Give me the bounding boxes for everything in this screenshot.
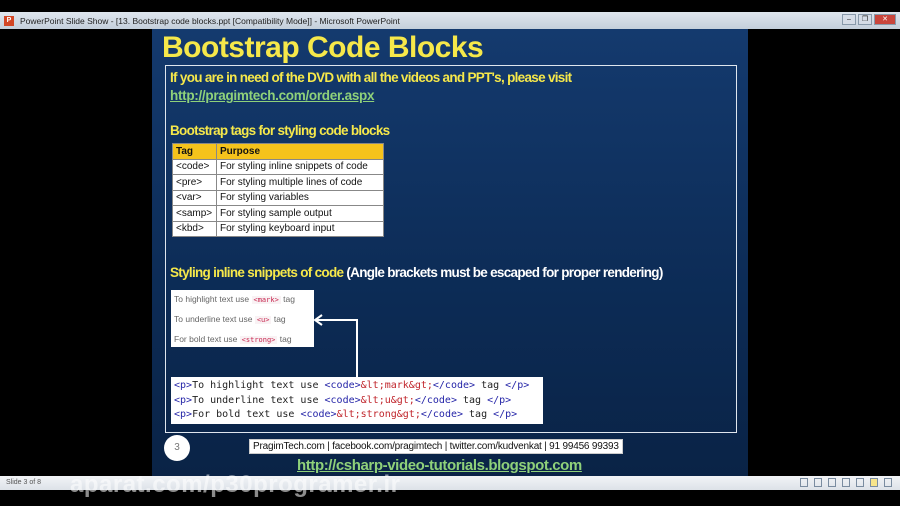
order-link[interactable]: http://pragimtech.com/order.aspx bbox=[170, 88, 375, 103]
inline-heading-line: Styling inline snippets of code (Angle b… bbox=[170, 265, 663, 280]
slide-indicator: Slide 3 of 8 bbox=[6, 479, 42, 486]
window-title-bar: P PowerPoint Slide Show - [13. Bootstrap… bbox=[0, 12, 900, 29]
content-box: If you are in need of the DVD with all t… bbox=[165, 65, 737, 433]
status-bar: Slide 3 of 8 bbox=[0, 476, 900, 490]
code-token: &lt;strong&gt; bbox=[336, 409, 421, 420]
cell: <pre> bbox=[172, 174, 217, 191]
cell: For styling variables bbox=[216, 189, 384, 206]
code-token: </p> bbox=[493, 409, 518, 420]
normal-view-icon[interactable] bbox=[842, 478, 850, 487]
code-token: </code> bbox=[420, 409, 464, 420]
demo-code: <strong> bbox=[239, 336, 278, 344]
tags-heading: Bootstrap tags for styling code blocks bbox=[170, 123, 390, 138]
code-token: To underline text use bbox=[192, 394, 325, 406]
table-row: <code>For styling inline snippets of cod… bbox=[172, 158, 384, 175]
table-row: <pre>For styling multiple lines of code bbox=[172, 174, 384, 191]
demo-text: tag bbox=[271, 314, 286, 324]
dvd-text: If you are in need of the DVD with all t… bbox=[170, 70, 572, 85]
powerpoint-icon: P bbox=[4, 15, 14, 26]
cell: <var> bbox=[172, 189, 217, 206]
code-token: <code> bbox=[324, 380, 361, 391]
code-token: </p> bbox=[505, 380, 530, 391]
footer-contact: PragimTech.com | facebook.com/pragimtech… bbox=[249, 439, 623, 454]
cell: For styling multiple lines of code bbox=[216, 174, 384, 191]
demo-text: To highlight text use bbox=[174, 294, 252, 304]
previous-icon[interactable] bbox=[800, 478, 808, 487]
code-token: <code> bbox=[324, 394, 361, 406]
demo-code: <mark> bbox=[251, 296, 281, 304]
inline-heading: Styling inline snippets of code bbox=[170, 265, 344, 280]
code-line: <p>To underline text use <code>&lt;u&gt;… bbox=[174, 394, 540, 409]
rendered-demo: To highlight text use <mark> tag To unde… bbox=[171, 290, 314, 347]
code-token: &lt;mark&gt; bbox=[360, 380, 433, 391]
cell: For styling keyboard input bbox=[216, 220, 384, 237]
code-line: <p>For bold text use <code>&lt;strong&gt… bbox=[174, 408, 540, 423]
reading-view-icon[interactable] bbox=[870, 478, 878, 487]
table-row: <samp>For styling sample output bbox=[172, 205, 384, 222]
code-token: <p> bbox=[174, 394, 193, 406]
code-token: &lt;u&gt; bbox=[360, 394, 415, 406]
code-token: <p> bbox=[174, 380, 193, 391]
demo-line: For bold text use <strong> tag bbox=[174, 333, 311, 353]
inline-note: (Angle brackets must be escaped for prop… bbox=[343, 265, 663, 280]
cell: <kbd> bbox=[172, 220, 217, 237]
demo-text: To underline text use bbox=[174, 314, 255, 324]
code-token: </code> bbox=[432, 380, 476, 391]
cell: <code> bbox=[172, 158, 217, 175]
table-row: <var>For styling variables bbox=[172, 189, 384, 206]
restore-button[interactable]: ❐ bbox=[858, 14, 872, 25]
code-token: To highlight text use bbox=[192, 380, 325, 391]
slide-number-badge: 3 bbox=[164, 435, 190, 461]
demo-code: <u> bbox=[254, 316, 272, 324]
next-icon[interactable] bbox=[828, 478, 836, 487]
table-row: <kbd>For styling keyboard input bbox=[172, 220, 384, 237]
code-token: tag bbox=[463, 409, 494, 420]
code-token: tag bbox=[475, 380, 506, 391]
code-token: For bold text use bbox=[192, 409, 301, 420]
code-token: <p> bbox=[174, 409, 193, 420]
code-example: <p>To highlight text use <code>&lt;mark&… bbox=[171, 377, 543, 424]
code-token: <code> bbox=[300, 409, 337, 420]
header-purpose: Purpose bbox=[216, 143, 384, 160]
demo-line: To highlight text use <mark> tag bbox=[174, 293, 311, 313]
close-button[interactable]: ✕ bbox=[874, 14, 896, 25]
slide: Bootstrap Code Blocks If you are in need… bbox=[152, 29, 748, 476]
slide-show-icon[interactable] bbox=[884, 478, 892, 487]
demo-text: For bold text use bbox=[174, 334, 240, 344]
arrow-icon bbox=[313, 314, 358, 379]
cell: For styling inline snippets of code bbox=[216, 158, 384, 175]
blog-link[interactable]: http://csharp-video-tutorials.blogspot.c… bbox=[297, 457, 582, 474]
minimize-button[interactable]: – bbox=[842, 14, 856, 25]
window-title: PowerPoint Slide Show - [13. Bootstrap c… bbox=[20, 15, 400, 26]
watermark: aparat.com/p30programer.ir bbox=[70, 471, 401, 498]
header-tag: Tag bbox=[172, 143, 217, 160]
code-line: <p>To highlight text use <code>&lt;mark&… bbox=[174, 379, 540, 394]
slide-title: Bootstrap Code Blocks bbox=[162, 31, 484, 64]
demo-line: To underline text use <u> tag bbox=[174, 313, 311, 333]
demo-text: tag bbox=[280, 294, 295, 304]
demo-text: tag bbox=[277, 334, 292, 344]
code-token: </p> bbox=[487, 394, 512, 406]
slide-sorter-icon[interactable] bbox=[856, 478, 864, 487]
code-token: </code> bbox=[414, 394, 457, 406]
notes-icon[interactable] bbox=[814, 478, 822, 487]
code-token: tag bbox=[456, 394, 488, 406]
cell: <samp> bbox=[172, 205, 217, 222]
cell: For styling sample output bbox=[216, 205, 384, 222]
